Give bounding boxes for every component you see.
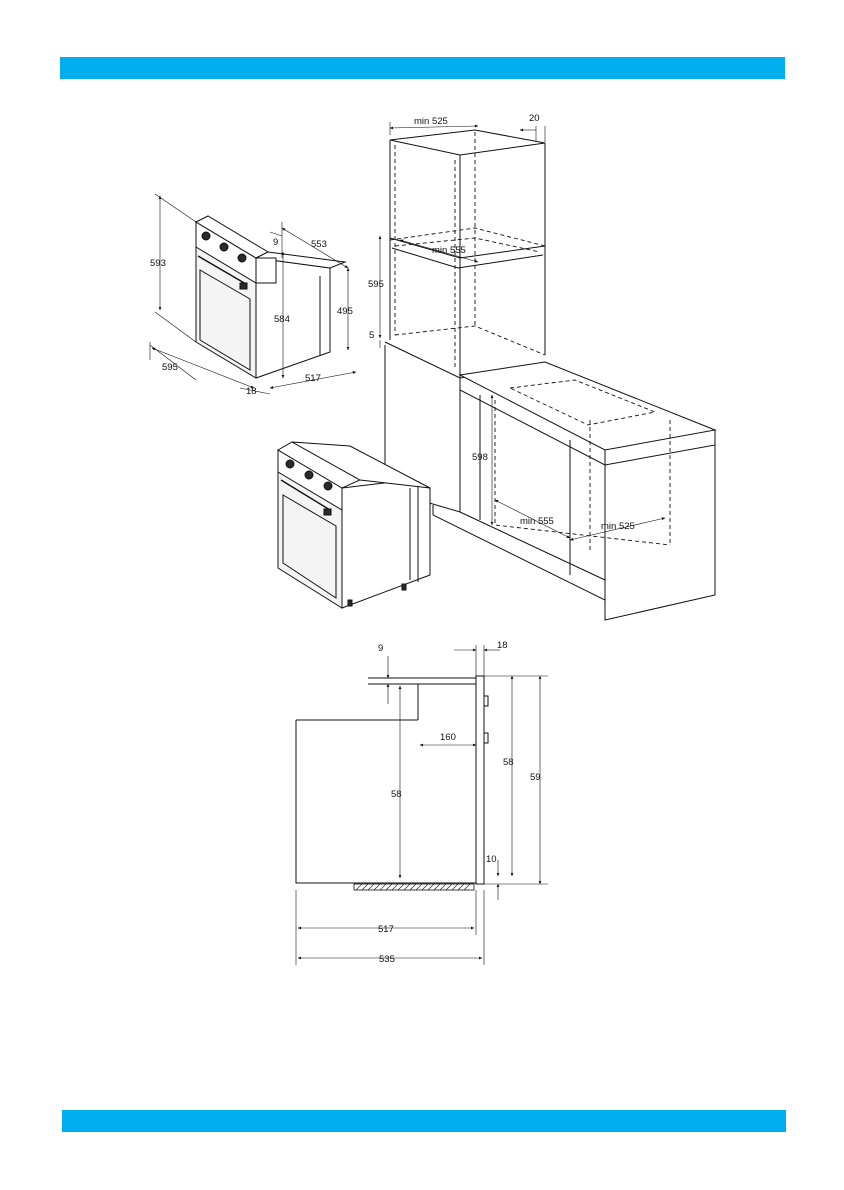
knob-icon bbox=[285, 459, 295, 469]
section-front-height-label: 58 bbox=[503, 757, 514, 768]
section-inner-height-label: 58 bbox=[391, 789, 402, 800]
section-total-depth-label: 535 bbox=[379, 954, 395, 965]
tall-depth-min-label: min 555 bbox=[432, 245, 466, 256]
oven-width-label: 595 bbox=[162, 362, 178, 373]
under-depth-min-label: min 555 bbox=[520, 516, 554, 527]
header-band bbox=[60, 57, 785, 79]
knob-icon bbox=[237, 253, 247, 263]
panel-thickness-label: 18 bbox=[246, 386, 257, 397]
tall-niche-height-label: 595 bbox=[368, 279, 384, 290]
counter-cabinet: 598 min 555 min 525 bbox=[384, 345, 717, 621]
knob-icon bbox=[201, 231, 211, 241]
knob-icon bbox=[219, 242, 229, 252]
inner-height-label: 584 bbox=[274, 314, 290, 325]
tall-cabinet: min 525 20 min 555 595 5 bbox=[368, 113, 546, 379]
section-top-gap-label: 9 bbox=[378, 643, 383, 654]
side-section: 9 18 160 58 58 59 10 517 535 bbox=[295, 640, 548, 965]
oven-height-label: 593 bbox=[150, 258, 166, 269]
knob-icon bbox=[323, 481, 333, 491]
oven-depth-label: 553 bbox=[311, 239, 327, 250]
body-height-label: 495 bbox=[337, 306, 353, 317]
section-total-height-label: 59 bbox=[530, 772, 541, 783]
under-niche-height-label: 598 bbox=[472, 452, 488, 463]
body-depth-label: 517 bbox=[305, 373, 321, 384]
oven-inserting bbox=[277, 441, 431, 609]
panel-offset-label: 9 bbox=[273, 237, 278, 248]
tall-gap-label: 20 bbox=[529, 113, 540, 124]
knob-icon bbox=[304, 470, 314, 480]
tall-spacing-label: 5 bbox=[369, 330, 374, 341]
footer-band bbox=[62, 1110, 786, 1132]
section-channel-label: 160 bbox=[440, 732, 456, 743]
tall-width-min-label: min 525 bbox=[414, 116, 448, 127]
door-handle bbox=[197, 255, 247, 285]
oven-isometric: 593 595 553 9 584 495 18 517 bbox=[149, 193, 357, 397]
door-handle bbox=[280, 479, 331, 511]
section-bottom-gap-label: 10 bbox=[486, 854, 497, 865]
under-width-min-label: min 525 bbox=[601, 521, 635, 532]
section-body-depth-label: 517 bbox=[378, 924, 394, 935]
section-panel-label: 18 bbox=[497, 640, 508, 651]
